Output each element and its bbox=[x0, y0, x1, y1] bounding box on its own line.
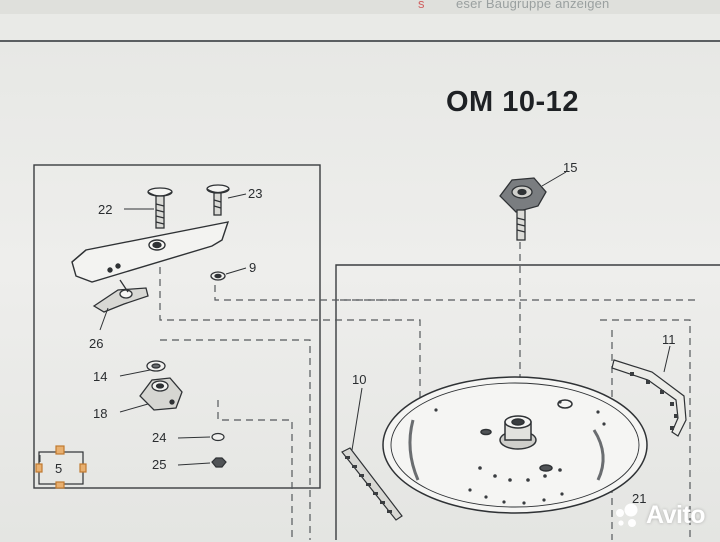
part-23-bolt bbox=[206, 184, 230, 216]
part-5-spacer-box bbox=[35, 445, 87, 489]
part-9-washer bbox=[210, 271, 226, 281]
callout-14: 14 bbox=[93, 369, 107, 384]
avito-brand-text: Avito bbox=[646, 500, 706, 529]
avito-watermark: Avito bbox=[612, 500, 706, 530]
callout-25: 25 bbox=[152, 457, 166, 472]
callout-23: 23 bbox=[248, 186, 262, 201]
part-18-bracket bbox=[139, 377, 183, 411]
callout-21: 21 bbox=[632, 491, 646, 506]
callout-24: 24 bbox=[152, 430, 166, 445]
part-15-knob bbox=[499, 177, 547, 241]
knife-blade bbox=[71, 221, 230, 283]
part-11-serrated-strip bbox=[611, 359, 687, 437]
part-10-serrated-strip bbox=[341, 447, 403, 521]
callout-11: 11 bbox=[662, 332, 676, 347]
callout-9: 9 bbox=[249, 260, 256, 275]
detail-box-right bbox=[335, 264, 720, 540]
detail-box-left bbox=[33, 164, 321, 489]
cropped-header-bar: s eser Baugruppe anzeigen bbox=[0, 0, 720, 14]
callout-10: 10 bbox=[352, 372, 366, 387]
avito-dots-icon bbox=[616, 503, 638, 527]
assembly-dash-lines bbox=[39, 230, 700, 540]
part-24-washer bbox=[211, 432, 225, 442]
header-text-fragment: eser Baugruppe anzeigen bbox=[456, 0, 610, 11]
header-red-fragment: s bbox=[418, 0, 425, 11]
part-26-clamp bbox=[92, 279, 149, 313]
callout-22: 22 bbox=[98, 202, 112, 217]
callout-18: 18 bbox=[93, 406, 107, 421]
main-cutting-disc bbox=[382, 376, 648, 514]
callout-15: 15 bbox=[563, 160, 577, 175]
callout-26: 26 bbox=[89, 336, 103, 351]
part-22-bolt bbox=[147, 187, 173, 229]
callout-5: 5 bbox=[55, 461, 62, 476]
callout-leader-lines bbox=[99, 171, 671, 466]
part-25-nut bbox=[211, 457, 227, 468]
model-title: OM 10-12 bbox=[446, 86, 579, 118]
part-14-ring bbox=[146, 360, 166, 372]
